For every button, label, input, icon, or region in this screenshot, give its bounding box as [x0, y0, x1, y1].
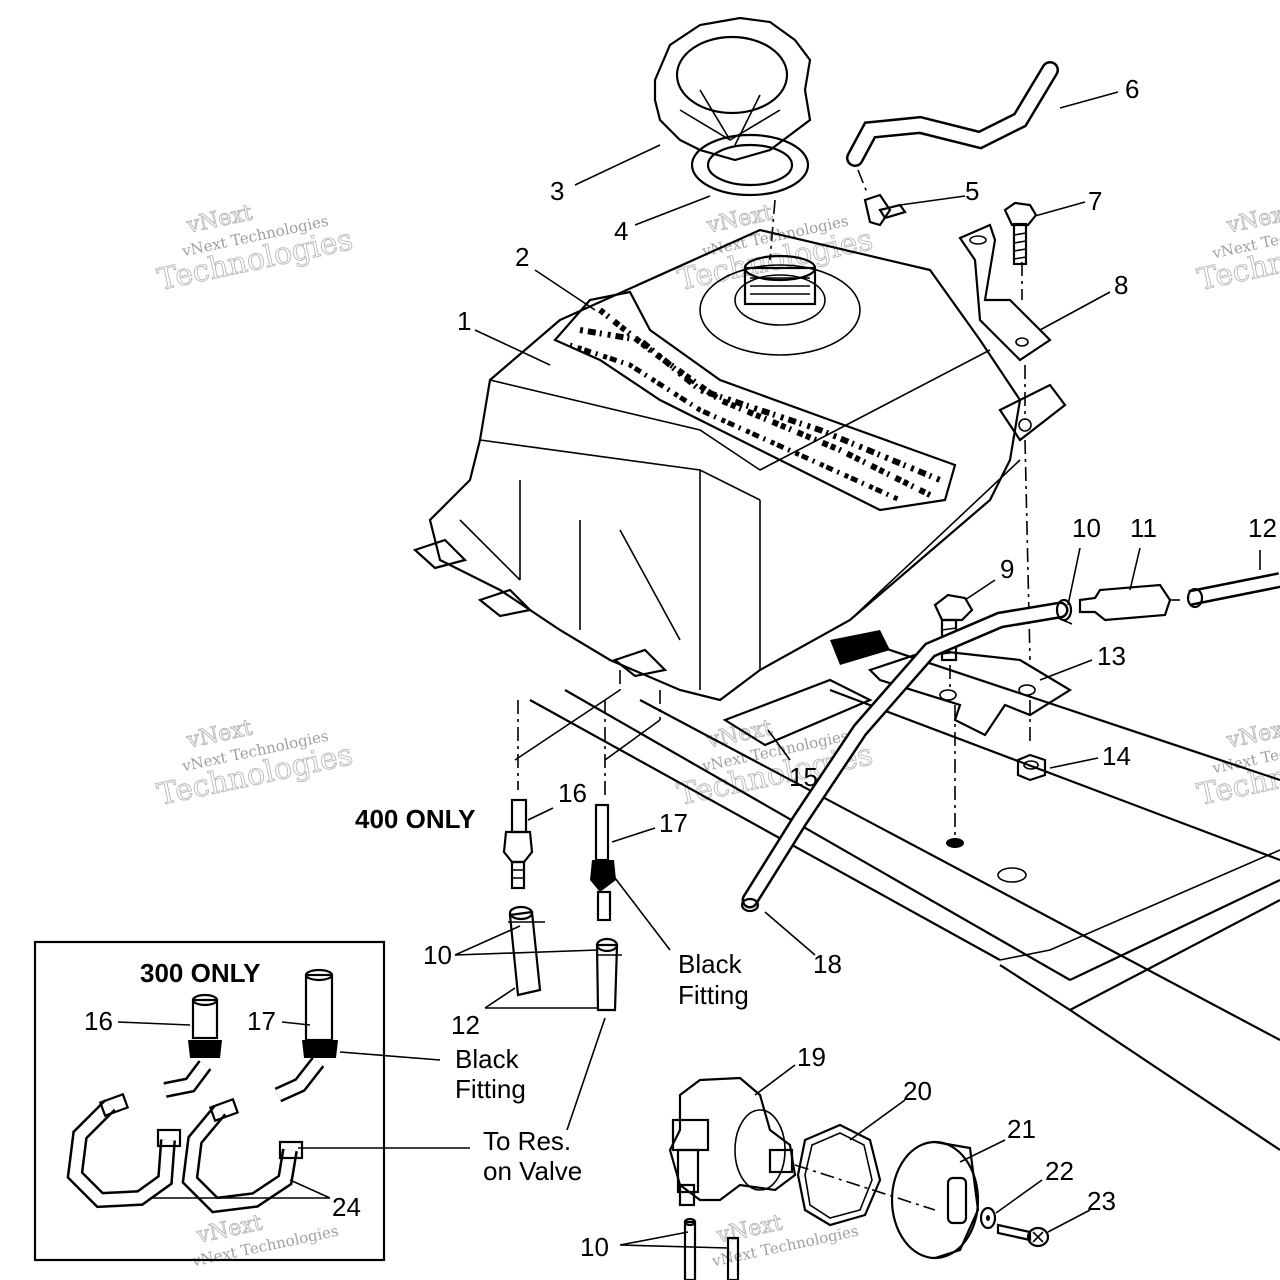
hose-clamp-top — [1055, 598, 1073, 625]
valve-outlet-fittings — [683, 1217, 740, 1280]
inset-300-only — [33, 940, 386, 1262]
watermark-group: vNext vNext Technologies Technologies vN… — [154, 200, 1280, 1270]
watermark-top-left: vNext vNext Technologies Technologies — [154, 200, 356, 298]
tank-tab-left — [412, 538, 468, 570]
callout-19: 19 — [797, 1042, 826, 1072]
callout-5: 5 — [965, 176, 979, 206]
fuel-valve — [668, 1076, 797, 1207]
fuel-line — [740, 601, 1069, 913]
callout-12-top: 12 — [1248, 513, 1277, 543]
tank-fitting-17 — [590, 803, 616, 922]
callout-16: 16 — [558, 778, 587, 808]
inset-loop-hose-right — [181, 1057, 325, 1214]
valve-gasket — [796, 1123, 882, 1227]
callout-22: 22 — [1045, 1156, 1074, 1186]
valve-screw — [996, 1223, 1050, 1248]
mounting-hole — [946, 838, 964, 848]
tank-tab-mid — [477, 588, 533, 618]
callout-11: 11 — [1130, 513, 1157, 543]
note-black-fitting-line2: Fitting — [678, 980, 749, 1010]
watermark-mid-left: vNext vNext Technologies Technologies — [154, 715, 356, 813]
tank-fitting-16 — [502, 798, 534, 890]
callout-16-inset: 16 — [84, 1006, 113, 1036]
notes: 400 ONLY 300 ONLY Black Fitting Black Fi… — [140, 804, 749, 1186]
callout-15: 15 — [789, 762, 818, 792]
frame-hole — [997, 867, 1027, 883]
vent-hose — [846, 61, 1059, 167]
note-to-res-line2: on Valve — [483, 1156, 582, 1186]
inset-loop-hose-left — [66, 1060, 212, 1209]
vent-fitting — [857, 169, 907, 227]
hex-nut — [1016, 753, 1047, 782]
lower-bracket — [867, 648, 1073, 737]
cap-centerline — [769, 199, 776, 261]
callout-17: 17 — [659, 808, 688, 838]
filler-neck — [743, 266, 817, 306]
hose-short-right — [595, 937, 622, 1012]
bolt-top — [1003, 201, 1038, 266]
callout-12-left: 12 — [451, 1010, 480, 1040]
callout-labels: 1 2 3 4 5 6 7 8 9 10 11 12 13 14 15 16 1… — [84, 74, 1277, 1262]
note-inset-black-fitting-line2: Fitting — [455, 1074, 526, 1104]
inset-fitting-17 — [302, 968, 338, 1058]
cap-gasket — [690, 133, 810, 197]
callout-17-inset: 17 — [247, 1006, 276, 1036]
note-black-fitting-line1: Black — [678, 949, 743, 979]
note-to-res-line1: To Res. — [483, 1126, 571, 1156]
tank-decal — [553, 290, 957, 512]
callout-2: 2 — [515, 242, 529, 272]
inset-box — [33, 940, 386, 1262]
callout-20: 20 — [903, 1076, 932, 1106]
watermark-top-right: vNext vNext Technologies Technologies — [1194, 200, 1280, 298]
inset-fitting-16 — [188, 993, 222, 1058]
callout-6: 6 — [1125, 74, 1139, 104]
callout-21: 21 — [1007, 1114, 1036, 1144]
callout-10-top: 10 — [1072, 513, 1101, 543]
callout-10-left: 10 — [423, 940, 452, 970]
heat-shield — [722, 630, 890, 747]
valve-knob — [890, 1140, 980, 1260]
fuel-tank — [412, 228, 1067, 702]
callout-18: 18 — [813, 949, 842, 979]
note-300-only: 300 ONLY — [140, 958, 260, 988]
callout-9: 9 — [1000, 554, 1014, 584]
callout-3: 3 — [550, 176, 564, 206]
hose-short-left — [508, 905, 545, 997]
note-400-only: 400 ONLY — [355, 804, 475, 834]
watermark-mid-right: vNext vNext Technologies Technologies — [1194, 715, 1280, 813]
callout-8: 8 — [1114, 270, 1128, 300]
callout-7: 7 — [1088, 186, 1102, 216]
tank-tab-front — [612, 648, 668, 678]
callout-13: 13 — [1097, 641, 1126, 671]
filler-boss — [699, 264, 861, 356]
valve-washer — [979, 1206, 997, 1230]
bracket — [958, 223, 1052, 362]
frame-rails — [529, 638, 1280, 1151]
callout-14: 14 — [1102, 741, 1131, 771]
callout-1: 1 — [457, 306, 471, 336]
fuel-cap — [653, 16, 812, 162]
callout-10-bottom: 10 — [580, 1232, 609, 1262]
callout-23: 23 — [1087, 1186, 1116, 1216]
callout-4: 4 — [614, 216, 628, 246]
callout-24: 24 — [332, 1192, 361, 1222]
note-inset-black-fitting-line1: Black — [455, 1044, 520, 1074]
leader-lines — [117, 91, 1261, 1249]
fuel-line-right — [1186, 572, 1280, 609]
fuel-filter — [1078, 583, 1180, 622]
